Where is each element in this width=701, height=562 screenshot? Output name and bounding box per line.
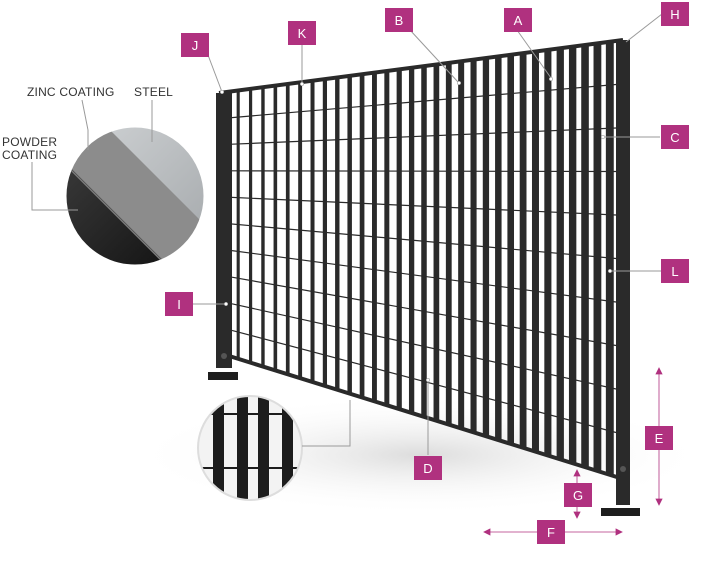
horizontal-wire	[231, 329, 617, 434]
powder-coating-label-line1: POWDER	[2, 135, 58, 149]
label-A: A	[504, 8, 532, 32]
right-foot	[601, 508, 640, 516]
dot-I	[223, 301, 229, 307]
closeup-bar	[258, 396, 269, 500]
label-F: F	[537, 520, 565, 544]
dim-G-top	[573, 469, 581, 477]
horizontal-wire	[231, 127, 617, 145]
dot-K	[299, 81, 305, 87]
dot-J	[219, 89, 225, 95]
fence-frame	[208, 38, 640, 516]
dot-C	[600, 134, 606, 140]
closeup-bar	[213, 396, 224, 500]
leader-H	[625, 13, 663, 43]
dim-F-right	[615, 528, 623, 536]
fence-mesh	[231, 41, 617, 475]
label-E: E	[645, 426, 673, 450]
label-H: H	[661, 2, 689, 26]
label-G: G	[564, 483, 592, 507]
label-B: B	[385, 8, 413, 32]
horizontal-wire	[231, 303, 617, 390]
dim-E-bot	[655, 498, 663, 506]
leader-closeup	[302, 400, 351, 447]
horizontal-wire	[231, 170, 617, 173]
steel-label: STEEL	[134, 85, 174, 99]
right-post	[616, 40, 630, 505]
leader-J	[207, 54, 223, 93]
horizontal-wire	[231, 276, 617, 347]
horizontal-wire	[231, 83, 617, 119]
label-I: I	[165, 292, 193, 316]
closeup-bar	[237, 396, 248, 500]
leader-powder	[31, 162, 78, 211]
dot-B	[456, 80, 462, 86]
bottom-rail	[225, 353, 621, 480]
leader-B	[409, 29, 459, 83]
left-foot	[208, 372, 238, 380]
label-K: K	[288, 21, 316, 45]
zinc-coating-label: ZINC COATING	[27, 85, 115, 99]
dot-L	[607, 268, 613, 274]
label-C: C	[661, 125, 689, 149]
left-bolt	[221, 353, 227, 359]
closeup-bar	[282, 396, 293, 500]
label-J: J	[181, 33, 209, 57]
dim-G-bot	[573, 511, 581, 519]
horizontal-wire	[231, 223, 617, 260]
label-D: D	[414, 456, 442, 480]
dim-F-left	[483, 528, 491, 536]
dim-E-top	[655, 367, 663, 375]
leader-A	[516, 29, 552, 79]
top-rail	[218, 38, 624, 95]
pointer-dots	[219, 76, 613, 383]
horizontal-wire	[231, 196, 617, 216]
powder-coating-label-line2: COATING	[2, 148, 58, 162]
left-post	[216, 93, 232, 368]
closeup-inset	[197, 395, 303, 501]
leader-zinc	[81, 99, 89, 150]
horizontal-wire	[231, 250, 617, 303]
dot-A	[548, 76, 554, 82]
dot-D	[425, 377, 431, 383]
label-L: L	[661, 259, 689, 283]
right-bolt	[620, 466, 626, 472]
leader-lines	[31, 13, 663, 455]
coating-inset	[63, 124, 207, 268]
